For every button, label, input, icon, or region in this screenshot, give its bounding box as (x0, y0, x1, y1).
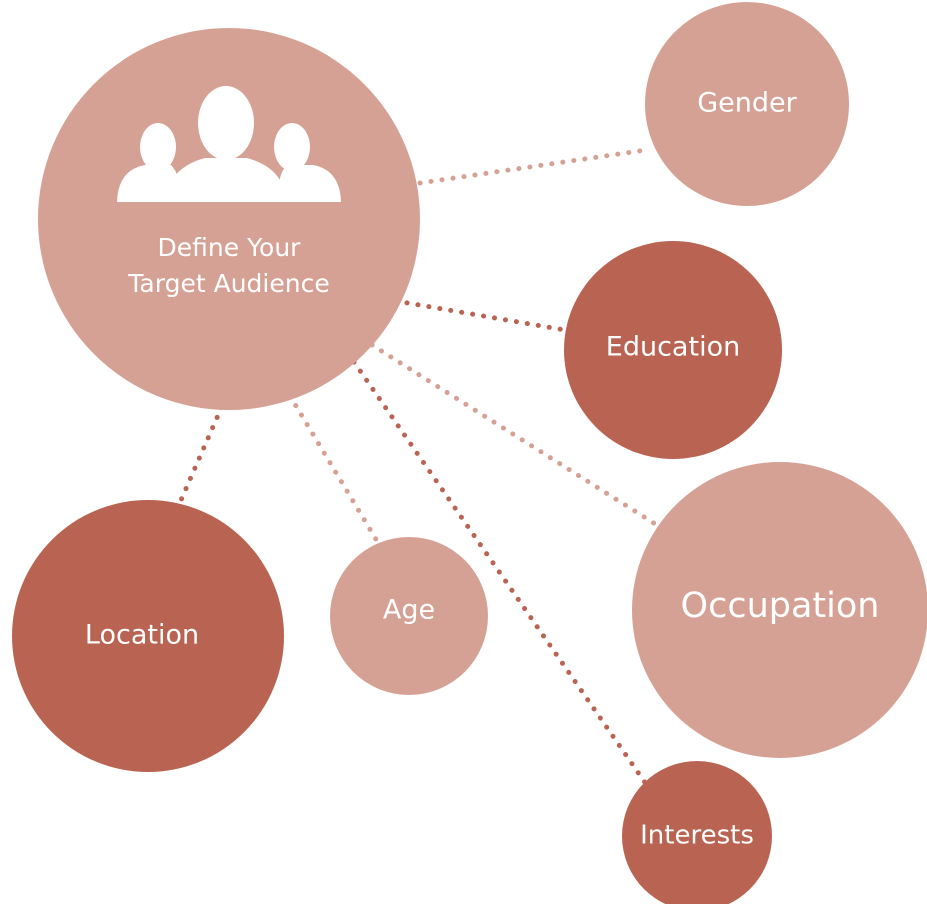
node-location-circle (12, 500, 284, 772)
node-gender-circle (645, 2, 849, 206)
node-age: Age (330, 537, 488, 695)
node-location: Location (12, 500, 284, 772)
center-title-line2: Target Audience (127, 269, 329, 298)
node-occupation-label: Occupation (681, 586, 880, 626)
node-age-circle (330, 537, 488, 695)
node-education-label: Education (606, 332, 740, 363)
node-gender-label: Gender (697, 88, 797, 119)
center-circle (38, 28, 420, 410)
node-interests-label: Interests (640, 821, 754, 851)
center-title-line1: Define Your (158, 233, 302, 262)
node-occupation: Occupation (632, 462, 927, 758)
node-age-label: Age (383, 595, 435, 626)
connectors (175, 147, 663, 787)
connector-occupation (369, 342, 663, 530)
group-people-icon (117, 86, 341, 202)
connector-location (175, 394, 229, 510)
node-location-label: Location (85, 620, 199, 651)
node-interests-circle (622, 761, 772, 904)
connector-age (287, 393, 380, 544)
node-education-circle (564, 241, 782, 459)
connector-gender (417, 147, 649, 186)
node-interests: Interests (622, 761, 772, 904)
node-education: Education (564, 241, 782, 459)
node-gender: Gender (645, 2, 849, 206)
connector-education (393, 298, 568, 333)
connector-interests (351, 359, 649, 787)
node-occupation-circle (632, 462, 927, 758)
center-node: Define Your Target Audience (38, 28, 420, 410)
